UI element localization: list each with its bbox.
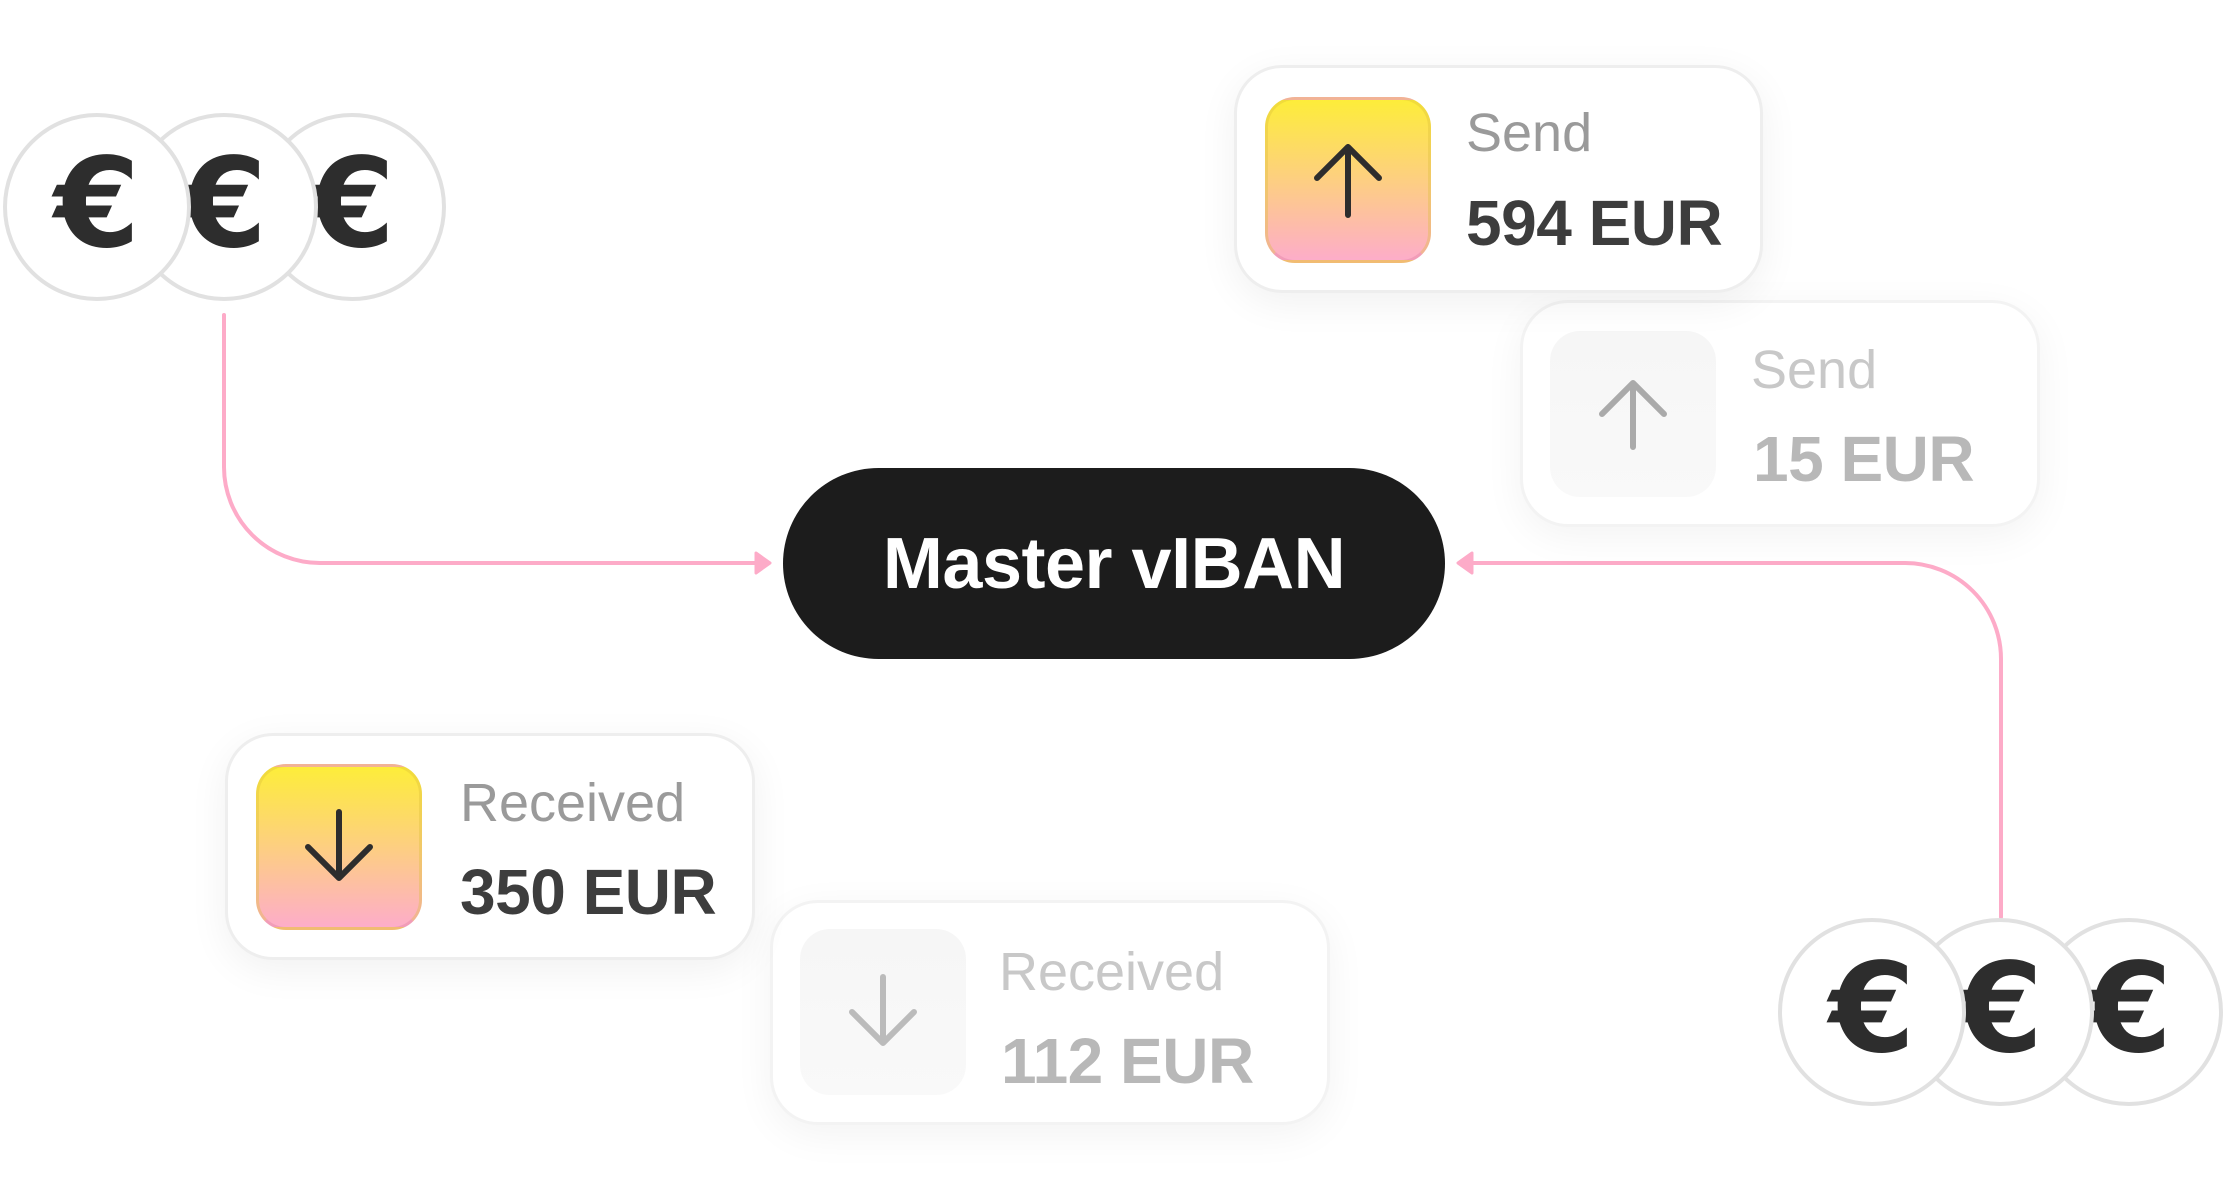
arrow-down-icon [849, 974, 917, 1046]
transaction-amount: 594 EUR [1466, 187, 1723, 259]
arrow-up-icon [1599, 380, 1667, 450]
connector-left-to-hub [222, 313, 760, 565]
transaction-type: Received [460, 773, 686, 833]
transaction-card-send-secondary: Send 15 EUR [1520, 300, 2040, 527]
transaction-card-send: Send 594 EUR [1234, 65, 1763, 293]
euro-icon: € [1956, 937, 2044, 1081]
arrowhead-left-icon [1456, 551, 1474, 575]
transaction-icon-box [1265, 97, 1431, 263]
coin: € [3, 113, 191, 301]
euro-icon: € [308, 132, 396, 276]
arrow-up-icon [1314, 144, 1382, 218]
connector-right-to-hub [1468, 561, 2003, 919]
master-viban-node[interactable]: Master vIBAN [783, 468, 1445, 659]
master-viban-label: Master vIBAN [882, 523, 1346, 604]
transaction-type: Send [1751, 340, 1878, 400]
transaction-amount: 350 EUR [460, 856, 717, 928]
transaction-type: Send [1466, 103, 1593, 163]
arrow-down-icon [305, 809, 373, 881]
arrowhead-right-icon [754, 551, 772, 575]
transaction-icon-box [256, 764, 422, 930]
transaction-card-received: Received 350 EUR [225, 733, 755, 960]
transaction-card-received-secondary: Received 112 EUR [770, 900, 1330, 1125]
euro-icon: € [53, 132, 141, 276]
transaction-amount: 112 EUR [1001, 1025, 1254, 1097]
transaction-type: Received [999, 942, 1225, 1002]
transaction-icon-box [800, 929, 966, 1095]
transaction-amount: 15 EUR [1753, 423, 1975, 495]
coin: € [1778, 918, 1966, 1106]
euro-icon: € [180, 132, 268, 276]
transaction-icon-box [1550, 331, 1716, 497]
euro-icon: € [2085, 937, 2173, 1081]
coin: € [1906, 918, 2094, 1106]
euro-icon: € [1828, 937, 1916, 1081]
